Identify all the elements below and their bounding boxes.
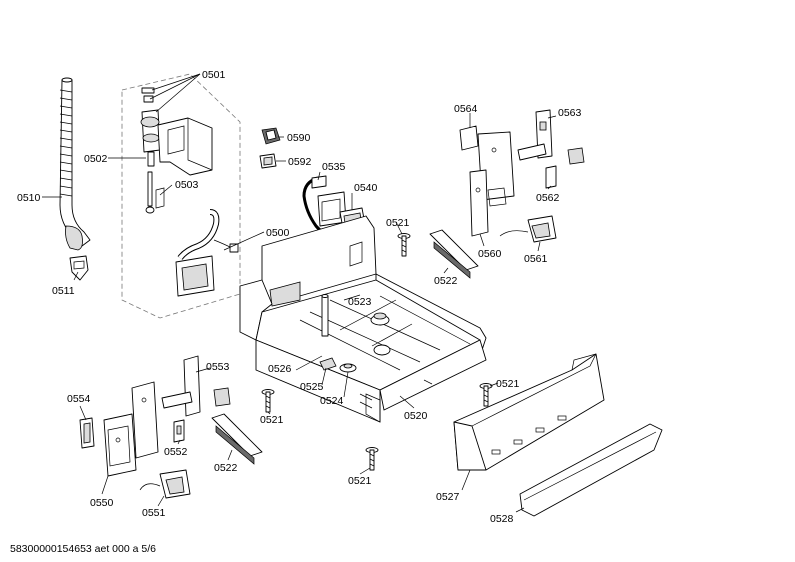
label-0563: 0563 [558,107,582,119]
label-0520: 0520 [404,410,428,422]
part-0561 [499,215,557,243]
part-0554 [79,417,95,449]
part-0562 [545,147,585,189]
label-0526: 0526 [268,363,292,375]
drain-hose-0510 [59,77,91,251]
label-0522-lower: 0522 [214,462,238,474]
label-0561: 0561 [524,253,548,265]
inlet-valve-0502 [140,87,213,214]
label-0523: 0523 [348,296,372,308]
assembly-outline-0500 [121,73,241,319]
label-0564: 0564 [454,103,478,115]
label-0500: 0500 [266,227,290,239]
rail-0522-upper [429,229,479,279]
label-0503: 0503 [175,179,199,191]
label-0554: 0554 [67,393,91,405]
label-0501: 0501 [202,69,226,81]
label-0551: 0551 [142,507,166,519]
label-0560: 0560 [478,248,502,260]
label-0502: 0502 [84,153,108,165]
screw-0521-mid [261,389,275,413]
label-0528: 0528 [490,513,514,525]
label-0521-mid: 0521 [260,414,284,426]
leader-lines [42,73,557,513]
bracket-0550 [103,381,159,477]
label-0521-bottom: 0521 [348,475,372,487]
screw-0521-upper [397,233,411,257]
label-0562: 0562 [536,192,560,204]
bracket-0564 [459,125,515,237]
label-0553: 0553 [206,361,230,373]
part-0563 [517,109,553,161]
label-0535: 0535 [322,161,346,173]
label-0522-upper: 0522 [434,275,458,287]
footer-doc-code: 58300000154653 aet 000 a 5/6 [10,543,156,555]
label-0521-right: 0521 [496,378,520,390]
kickplate-0527 [453,353,605,471]
part-0551 [139,469,191,499]
label-0540: 0540 [354,182,378,194]
hose-connector-0500 [175,209,239,297]
label-0511: 0511 [52,285,75,297]
part-0592 [259,153,277,169]
rail-0522-lower [211,413,263,465]
label-0525: 0525 [300,381,324,393]
part-0552 [173,419,185,443]
part-labels: 0501 0502 0503 0510 0511 0500 0590 0592 … [17,69,582,525]
screw-0521-right [479,383,493,407]
clip-0511 [69,255,89,281]
screw-0521-bottom [365,447,379,471]
part-0553 [161,355,231,417]
label-0552: 0552 [164,446,188,458]
label-0521-upper: 0521 [386,217,410,229]
label-0527: 0527 [436,491,460,503]
kickplate-trim-0528 [519,423,663,517]
part-0590 [261,127,281,145]
label-0550: 0550 [90,497,114,509]
base-tub-0520 [239,215,487,423]
label-0510: 0510 [17,192,41,204]
label-0590: 0590 [287,132,311,144]
label-0524: 0524 [320,395,344,407]
label-0592: 0592 [288,156,312,168]
